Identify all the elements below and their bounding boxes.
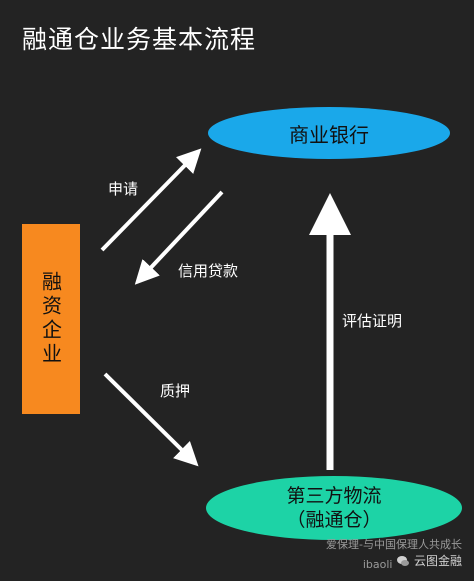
- arrow-pledge: [103, 372, 199, 467]
- edge-label-pledge: 质押: [160, 382, 191, 400]
- node-third-party-logistics: 第三方物流 （融通仓）: [206, 476, 462, 540]
- watermark-brand-label: 云图金融: [413, 554, 462, 568]
- edge-label-evaluation: 评估证明: [342, 312, 403, 330]
- node-logistics-label-line2: （融通仓）: [286, 509, 382, 531]
- node-financing-enterprise-label: 融资企业: [38, 271, 63, 367]
- arrow-apply: [100, 148, 202, 252]
- edge-label-credit-loan: 信用贷款: [178, 262, 239, 280]
- node-commercial-bank: 商业银行: [208, 107, 450, 159]
- watermark: 爱保理-与中国保理人共成长 ibaoli 云图金融: [326, 537, 462, 573]
- wechat-icon: [396, 556, 409, 566]
- watermark-line2: ibaoli: [362, 558, 393, 571]
- arrow-credit-loan: [134, 190, 224, 285]
- node-financing-enterprise: 融资企业: [22, 224, 80, 414]
- node-logistics-label-line1: 第三方物流: [286, 485, 382, 507]
- node-commercial-bank-label: 商业银行: [289, 122, 369, 147]
- diagram-title: 融通仓业务基本流程: [22, 25, 257, 54]
- watermark-line1: 爱保理-与中国保理人共成长: [326, 538, 462, 551]
- edge-label-apply: 申请: [108, 180, 139, 198]
- watermark-brand: 云图金融: [396, 553, 462, 569]
